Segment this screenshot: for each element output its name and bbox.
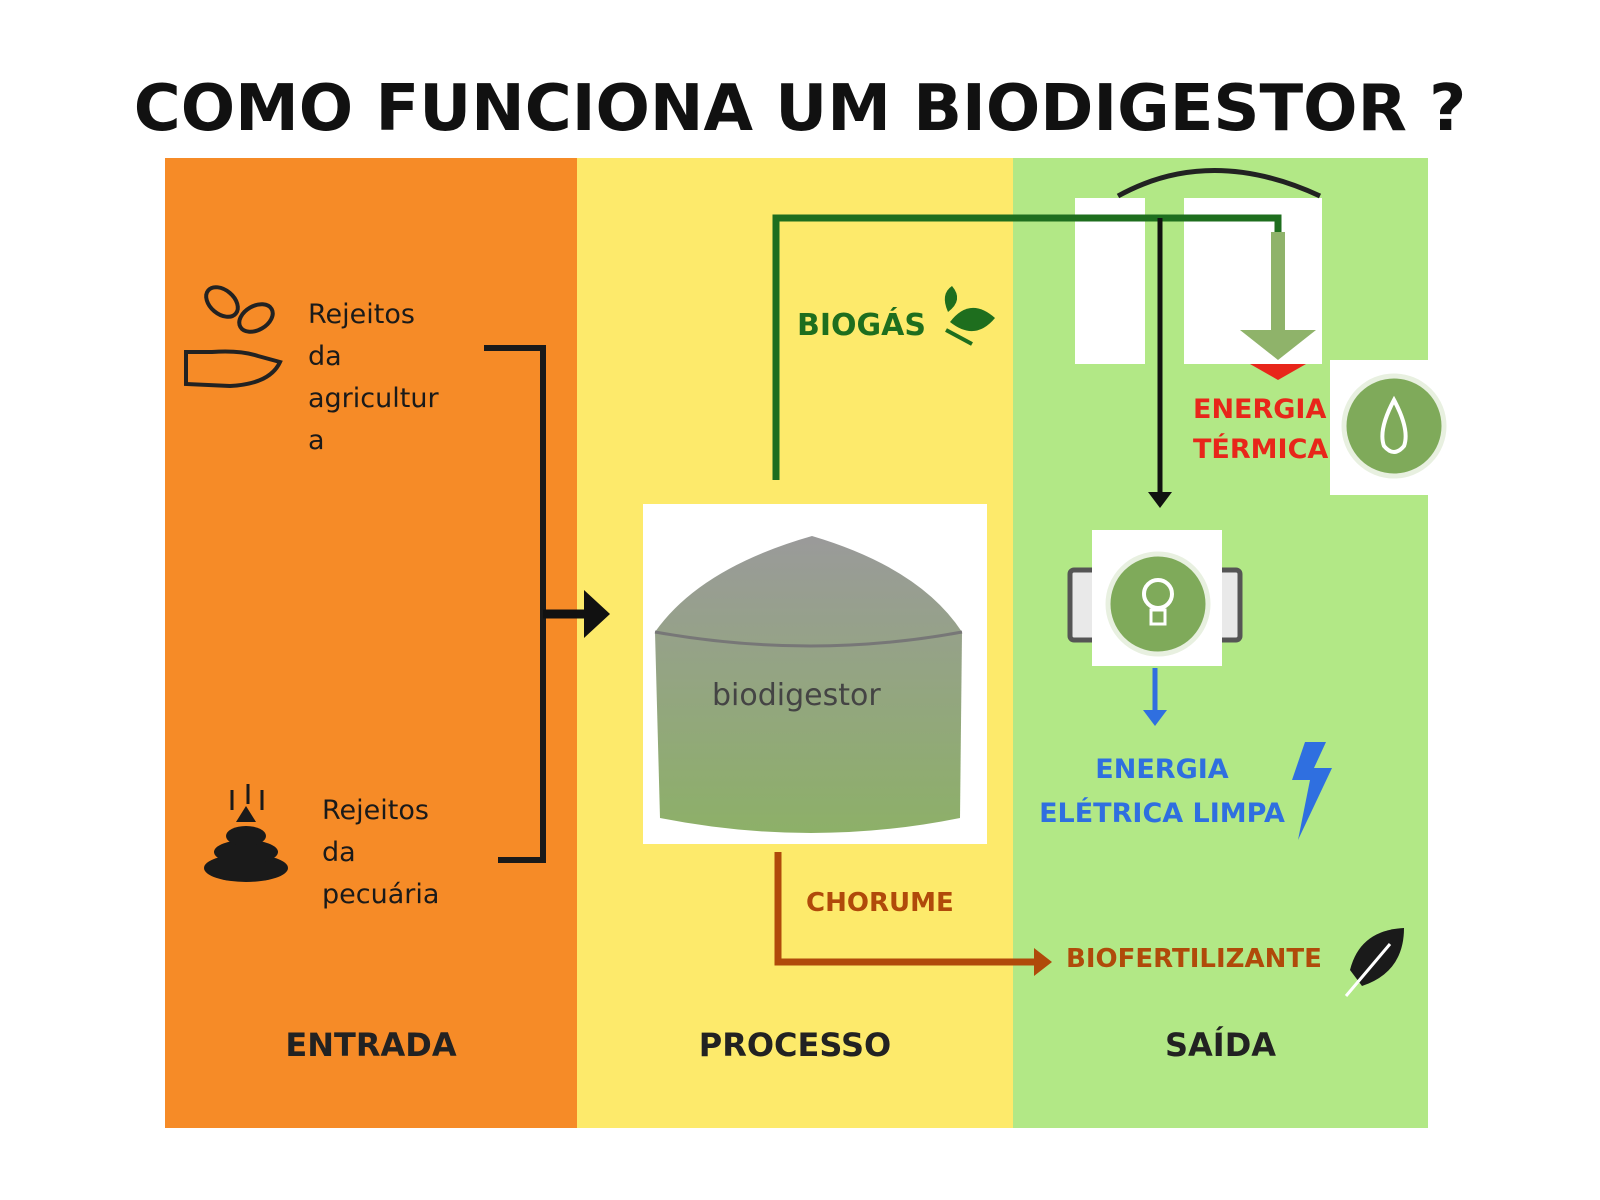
tank-body [655,536,962,833]
tank-label: biodigestor [712,678,881,713]
manure-icon [204,784,288,882]
processo-label: PROCESSO [698,1026,892,1064]
dome-outline [1116,168,1322,199]
lightning-icon [1292,742,1332,840]
electric-label: ENERGIA ELÉTRICA LIMPA [1039,754,1285,829]
chorume-line [774,852,1038,966]
thermal-arrow-head [1240,330,1316,360]
chorume-arrow-head [1034,948,1052,976]
leaves-hand-icon [184,285,283,389]
biogas-label: BIOGÁS [797,308,926,343]
page-title: COMO FUNCIONA UM BIODIGESTOR ? [133,72,1467,146]
livestock-label: Rejeitos da pecuária [322,795,440,910]
entrada-panel [165,158,577,1128]
electric-arrow-head [1148,492,1172,508]
flame-icon [1341,373,1447,479]
input-bracket [484,345,546,863]
blue-arrow-head [1143,710,1167,726]
leaf-icon [944,286,995,346]
leaf-dark-icon [1350,928,1404,986]
tank-rim [654,630,963,648]
biofertilizer-label: BIOFERTILIZANTE [1066,944,1322,974]
lightbulb-icon [1105,551,1211,657]
input-arrow-head [584,590,610,638]
entrada-label: ENTRADA [285,1026,457,1064]
chorume-label: CHORUME [806,888,954,918]
thermal-red-tip [1250,364,1306,380]
thermal-label: ENERGIA TÉRMICA [1193,394,1329,465]
saida-label: SAÍDA [1164,1026,1277,1064]
white-patch [1075,198,1145,364]
agriculture-label: Rejeitos da agricultur a [308,299,439,456]
